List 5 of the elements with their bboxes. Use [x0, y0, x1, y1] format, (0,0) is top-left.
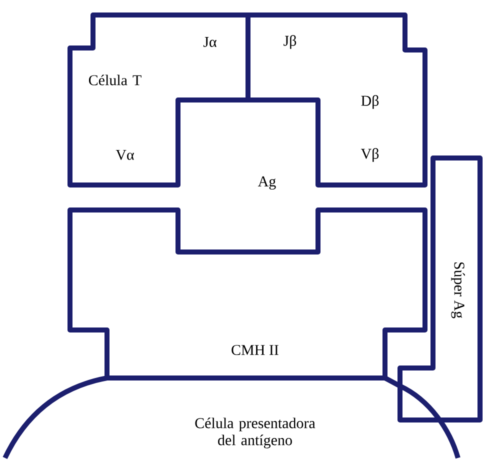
antigen-label: Ag	[258, 176, 276, 190]
superantigen: Súper Ag	[398, 156, 482, 422]
mhc-molecule: CMH II	[68, 208, 428, 380]
cell-membrane-arc: Célula presentadora del antígeno	[2, 376, 460, 460]
cell-label: Célula T	[88, 74, 142, 86]
